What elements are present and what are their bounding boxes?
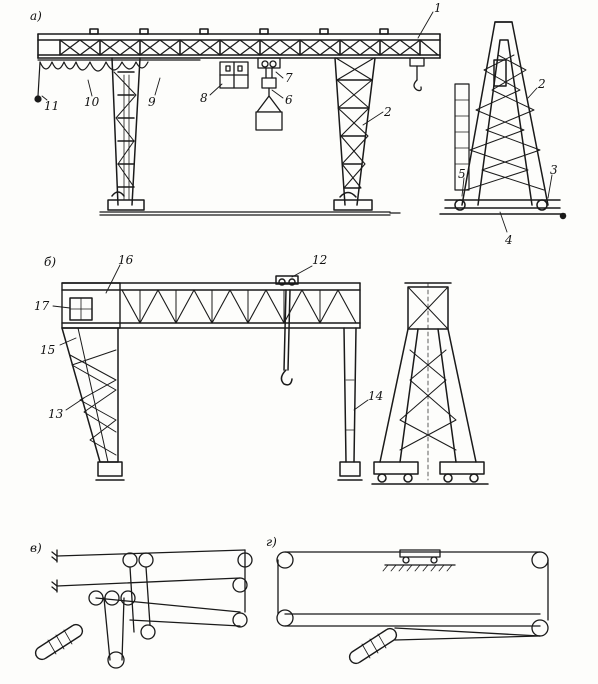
right-hook-a: [409, 57, 425, 92]
crane-a-side-view: [439, 21, 567, 220]
callout-16: 16: [118, 253, 134, 267]
callout-10: 10: [84, 95, 100, 109]
section-label-g: г): [266, 535, 277, 549]
festoon-cable: [34, 59, 201, 103]
bridge-girder: [37, 28, 441, 59]
callout-8: 8: [200, 91, 208, 105]
callout-5: 5: [458, 167, 466, 181]
crane-b-front-view: [61, 275, 363, 481]
callout-2-side: 2: [537, 77, 546, 91]
crane-a-front-view: [34, 28, 441, 216]
traction-scheme-g: [276, 549, 549, 665]
section-label-b: б): [44, 255, 56, 269]
right-leg-a: [333, 57, 376, 211]
callout-4: 4: [504, 233, 513, 247]
reeving-scheme-v: [34, 549, 253, 669]
callout-7: 7: [285, 71, 293, 85]
trolley-hoist-a: [219, 57, 283, 131]
callout-12: 12: [312, 253, 327, 267]
callout-3: 3: [550, 163, 558, 177]
callout-numbers: 1 2 2 3 4 5 6 7 8 9 10 11 12 13 14 15 16…: [34, 1, 558, 421]
section-label-v: в): [30, 541, 42, 555]
callout-11: 11: [44, 99, 59, 113]
callout-2: 2: [383, 105, 392, 119]
drum-g: [348, 627, 398, 665]
callout-14: 14: [368, 389, 383, 403]
callout-1: 1: [434, 1, 442, 15]
callout-leaders: [41, 11, 553, 411]
section-labels: а) б) в) г): [30, 9, 277, 555]
callout-9: 9: [148, 95, 156, 109]
ground-rail-a: [99, 211, 401, 216]
left-leg-a: [107, 57, 145, 211]
drum-v: [34, 623, 84, 661]
callout-13: 13: [48, 407, 64, 421]
callout-6: 6: [285, 93, 293, 107]
callout-17: 17: [34, 299, 50, 313]
section-label-a: а): [30, 9, 42, 23]
crane-b-side-view: [371, 282, 489, 485]
callout-15: 15: [40, 343, 55, 357]
